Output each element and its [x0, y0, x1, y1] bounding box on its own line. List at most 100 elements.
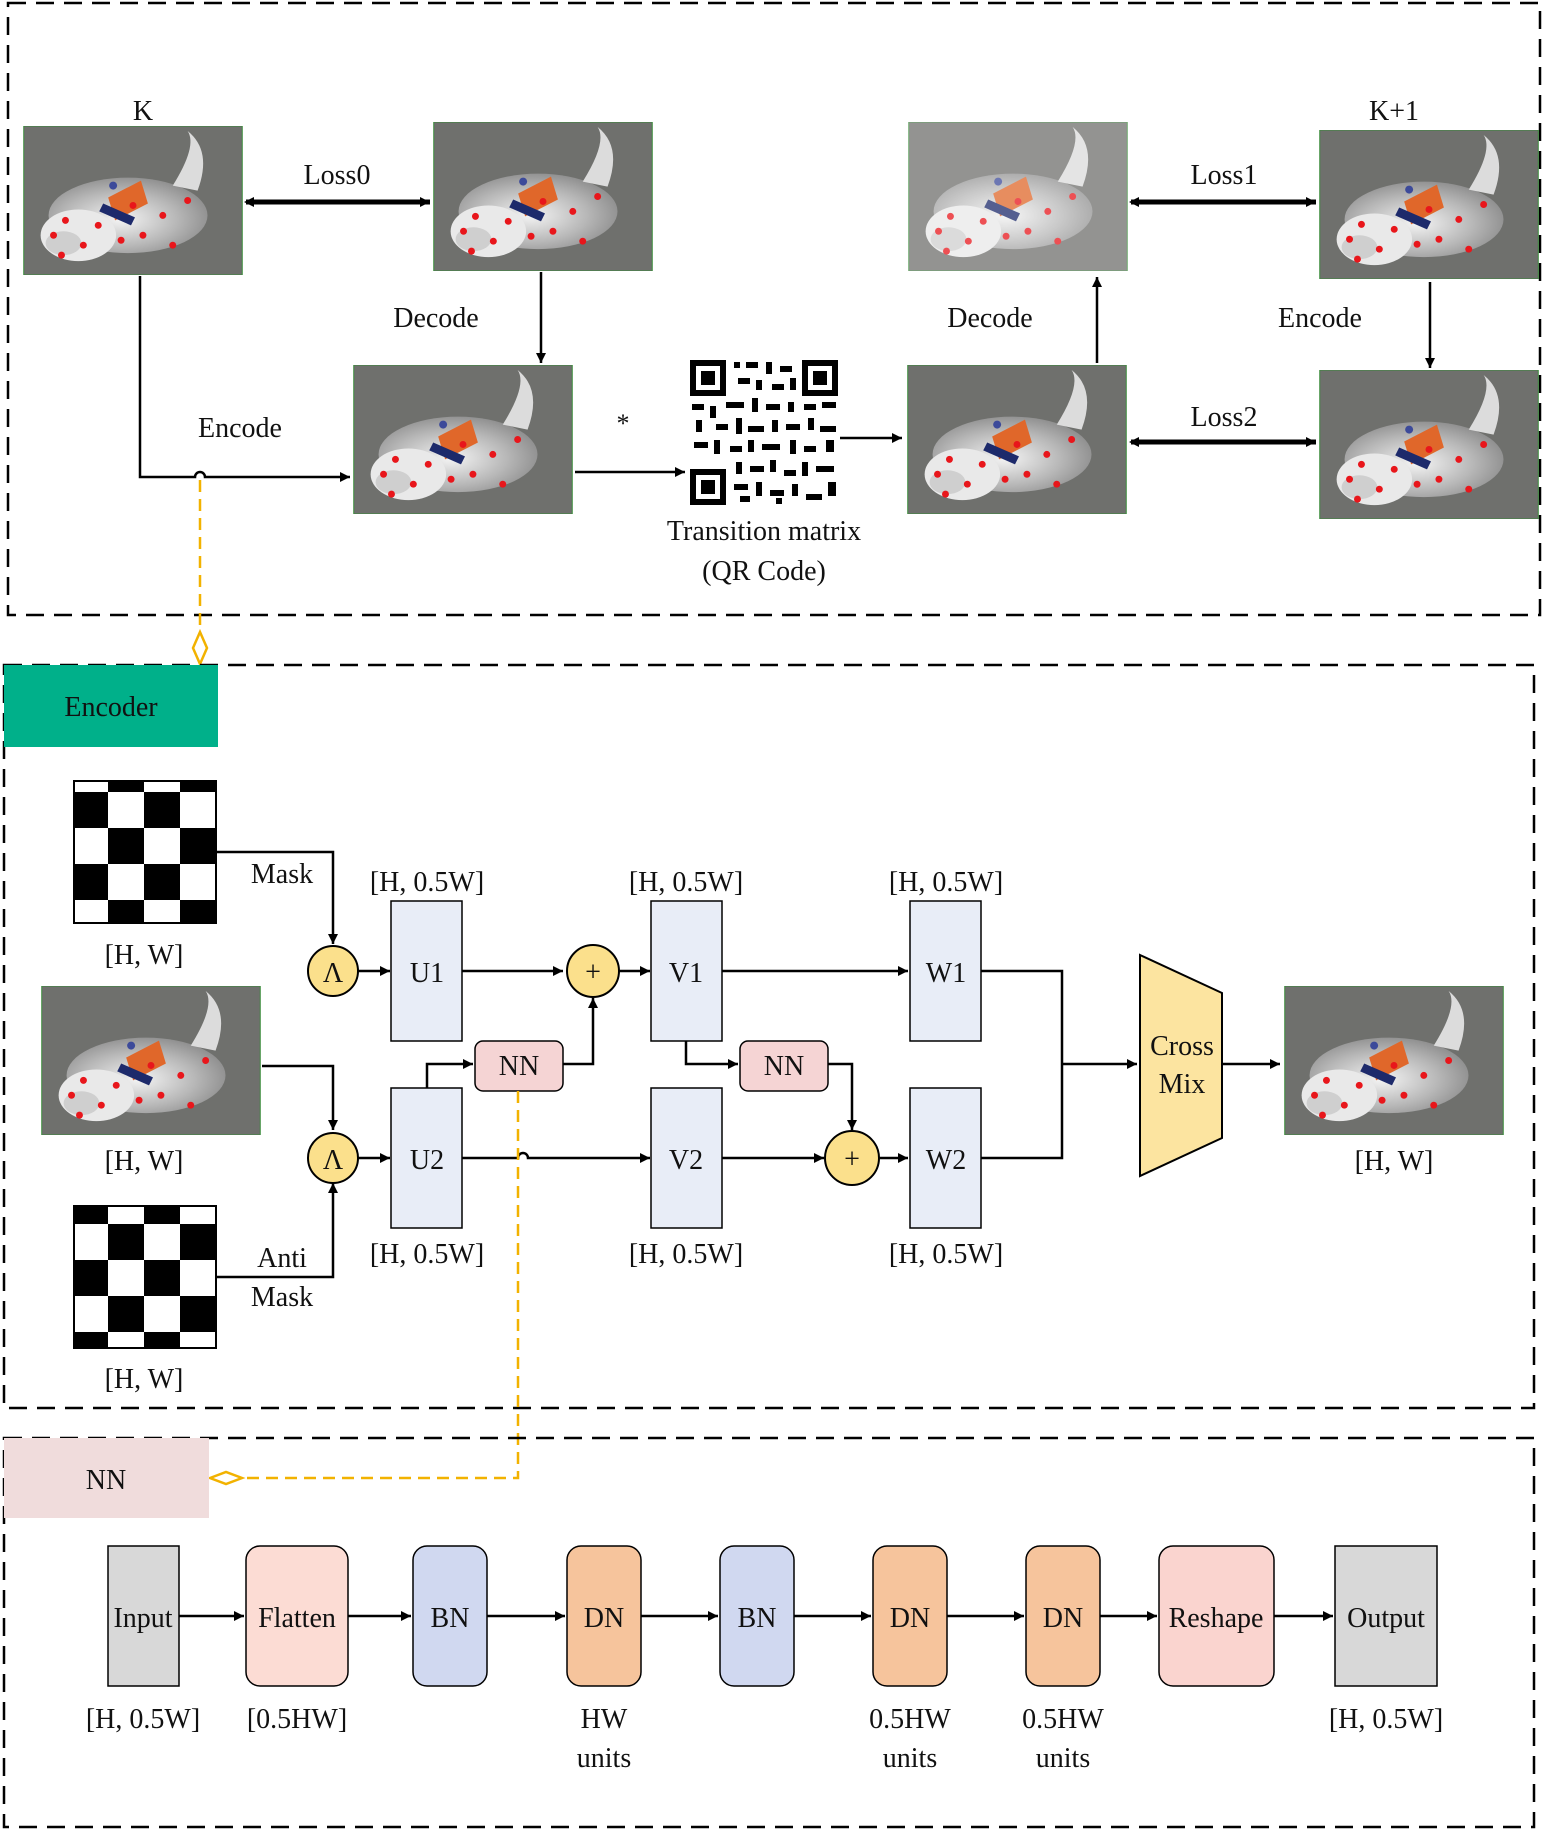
nn-block-dn-1-label: DN: [584, 1603, 624, 1634]
nn-node-2-label: NN: [764, 1051, 804, 1082]
input-arrow: [262, 1064, 338, 1130]
caption-dn1-line2: units: [577, 1743, 631, 1774]
nn-block-input-label: Input: [113, 1603, 172, 1634]
encoder-panel-border: [2, 663, 1536, 1410]
caption-dn2-line2: units: [883, 1743, 937, 1774]
nn-block-reshape-label: Reshape: [1169, 1603, 1264, 1634]
caption-input: [H, 0.5W]: [86, 1704, 200, 1735]
w1-label: W1: [926, 958, 966, 989]
encoded-k1-image: [1320, 370, 1539, 519]
u2-node: [390, 1087, 463, 1229]
output-image: [1285, 986, 1504, 1135]
caption-dn2-line1: 0.5HW: [869, 1704, 951, 1735]
encoder-panel: Encoder [H, W] Mask [H, W] [H, W] Anti M…: [2, 663, 1536, 1410]
decoded-k-image: [434, 122, 653, 271]
u2-to-v2-arrow: [462, 1151, 650, 1163]
u2-to-nn1-arrow: [425, 1059, 473, 1088]
u2-dim-label: [H, 0.5W]: [370, 1239, 484, 1270]
encode-left-label: Encode: [198, 413, 282, 444]
w2-label: W2: [926, 1145, 966, 1176]
mask-arrow: [216, 850, 338, 944]
caption-dn3-line2: units: [1036, 1743, 1090, 1774]
v2-node: [650, 1087, 723, 1229]
qr-code: [690, 360, 838, 505]
loss1-label: Loss1: [1191, 160, 1258, 191]
plus-symbol-bottom: +: [844, 1144, 860, 1175]
transformed-image: [908, 365, 1127, 514]
v2-dim-label: [H, 0.5W]: [629, 1239, 743, 1270]
nn-link-line: [227, 1091, 520, 1480]
multiply-label: *: [617, 409, 630, 438]
frame-k-label: K: [133, 96, 153, 127]
and-symbol-top: Λ: [323, 958, 344, 989]
nn-block-dn-2-label: DN: [890, 1603, 930, 1634]
nn-block-flatten-label: Flatten: [258, 1603, 336, 1634]
v1-dim-label: [H, 0.5W]: [629, 867, 743, 898]
input-image: [42, 986, 261, 1135]
decoded-k1-image: [909, 122, 1128, 271]
anti-label-line2: Mask: [251, 1282, 313, 1313]
nn-node-2: [739, 1040, 829, 1092]
decode-right-label: Decode: [947, 303, 1033, 334]
caption-dn1-line1: HW: [581, 1704, 628, 1735]
frame-k1-image: [1320, 130, 1539, 279]
mask-dim-label: [H, W]: [105, 940, 184, 971]
nn-panel-border: [2, 1436, 1536, 1829]
nn1-to-plus-arrow: [563, 998, 598, 1066]
nn-block-input: [107, 1545, 180, 1687]
nn-block-dn-3-label: DN: [1043, 1603, 1083, 1634]
nn-title: NN: [86, 1465, 126, 1496]
v1-label: V1: [669, 958, 703, 989]
frame-k1-label: K+1: [1369, 96, 1419, 127]
output-dim-label: [H, W]: [1355, 1146, 1434, 1177]
nn-block-output: [1334, 1545, 1438, 1687]
nn-link-diamond: [206, 1470, 246, 1486]
cross-mix-node: [1139, 953, 1223, 1178]
w2-node: [909, 1087, 982, 1229]
anti-mask-checkerboard: [73, 1205, 217, 1349]
u1-label: U1: [410, 958, 444, 989]
cross-mix-line2: Mix: [1159, 1069, 1206, 1100]
qr-caption-line1: Transition matrix: [667, 516, 861, 547]
top-panel: K Loss0 Decode Encode *: [6, 1, 1542, 617]
decode-left-label: Decode: [393, 303, 479, 334]
encode-right-label: Encode: [1278, 303, 1362, 334]
caption-flatten: [0.5HW]: [247, 1704, 347, 1735]
cross-mix-line1: Cross: [1150, 1031, 1214, 1062]
plus-symbol-top: +: [585, 957, 601, 988]
mask-label: Mask: [251, 859, 313, 890]
u1-node: [390, 900, 463, 1042]
w1-node: [909, 900, 982, 1042]
top-panel-border: [6, 1, 1542, 617]
frame-k-image: [24, 126, 243, 275]
input-dim-label: [H, W]: [105, 1146, 184, 1177]
anti-mask-arrow: [216, 1183, 338, 1279]
nn-panel: NN Input Flatten BN DN BN DN DN Reshape …: [2, 1436, 1536, 1829]
v2-label: V2: [669, 1145, 703, 1176]
encoder-title-box: [4, 665, 218, 747]
encode-left-arrow: [138, 276, 350, 482]
nn-block-bn-1-label: BN: [431, 1603, 470, 1634]
and-symbol-bottom: Λ: [323, 1145, 344, 1176]
nn-block-bn-2-label: BN: [738, 1603, 777, 1634]
u2-label: U2: [410, 1145, 444, 1176]
u1-dim-label: [H, 0.5W]: [370, 867, 484, 898]
loss2-label: Loss2: [1191, 402, 1258, 433]
v1-to-nn2-arrow: [684, 1041, 738, 1069]
nn-block-output-label: Output: [1347, 1603, 1425, 1634]
nn-title-box: [4, 1438, 209, 1518]
w-merge-line: [981, 969, 1064, 1160]
encoded-k-image: [354, 365, 573, 514]
nn2-to-plus-arrow: [828, 1062, 857, 1130]
anti-mask-dim-label: [H, W]: [105, 1364, 184, 1395]
w2-dim-label: [H, 0.5W]: [889, 1239, 1003, 1270]
encoder-link-diamond: [191, 628, 209, 668]
qr-caption-line2: (QR Code): [702, 556, 826, 587]
mask-checkerboard: [73, 780, 217, 924]
caption-output: [H, 0.5W]: [1329, 1704, 1443, 1735]
loss0-label: Loss0: [304, 160, 371, 191]
encoder-title: Encoder: [64, 692, 158, 723]
nn-node-1-label: NN: [499, 1051, 539, 1082]
caption-dn3-line1: 0.5HW: [1022, 1704, 1104, 1735]
